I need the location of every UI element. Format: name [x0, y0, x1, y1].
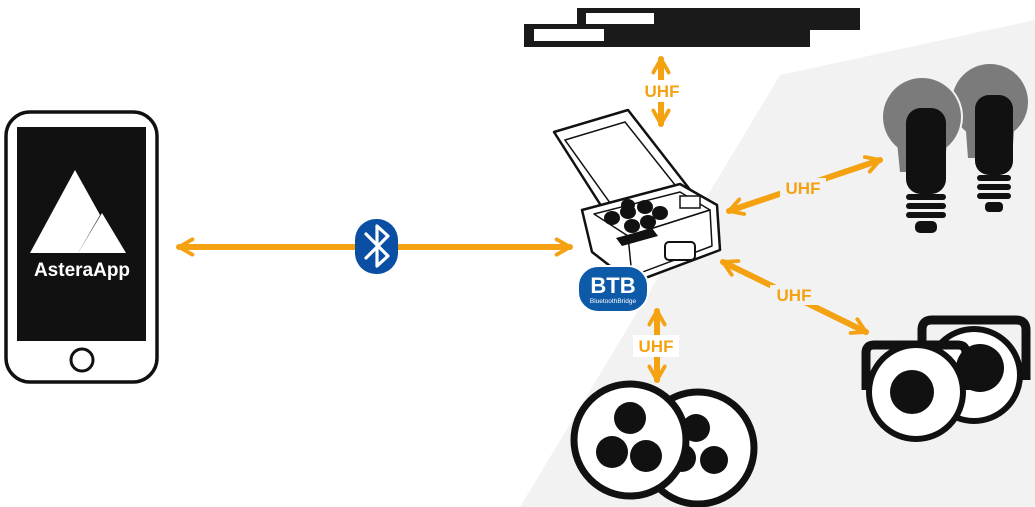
bulb-icon: [881, 64, 1028, 233]
btb-badge-subtext: BluetoothBridge: [590, 298, 637, 305]
app-name: AsteraApp: [34, 260, 130, 281]
uhf-label-bulbs: UHF: [786, 179, 821, 198]
uhf-label-top: UHF: [645, 82, 680, 101]
phone-icon: AsteraApp: [4, 110, 159, 384]
btb-badge-text: BTB: [590, 273, 635, 298]
spotlight-icon: [861, 315, 1031, 442]
uhf-label-bottom: UHF: [639, 337, 674, 356]
bluetooth-icon: [355, 219, 398, 274]
case-icon: [552, 108, 722, 285]
uhf-label-spots: UHF: [777, 286, 812, 305]
astera-logo-icon: [30, 170, 126, 253]
btb-badge: BTB BluetoothBridge: [577, 265, 649, 313]
tube-light-icon: [524, 8, 860, 47]
par-light-icon: [570, 380, 758, 507]
